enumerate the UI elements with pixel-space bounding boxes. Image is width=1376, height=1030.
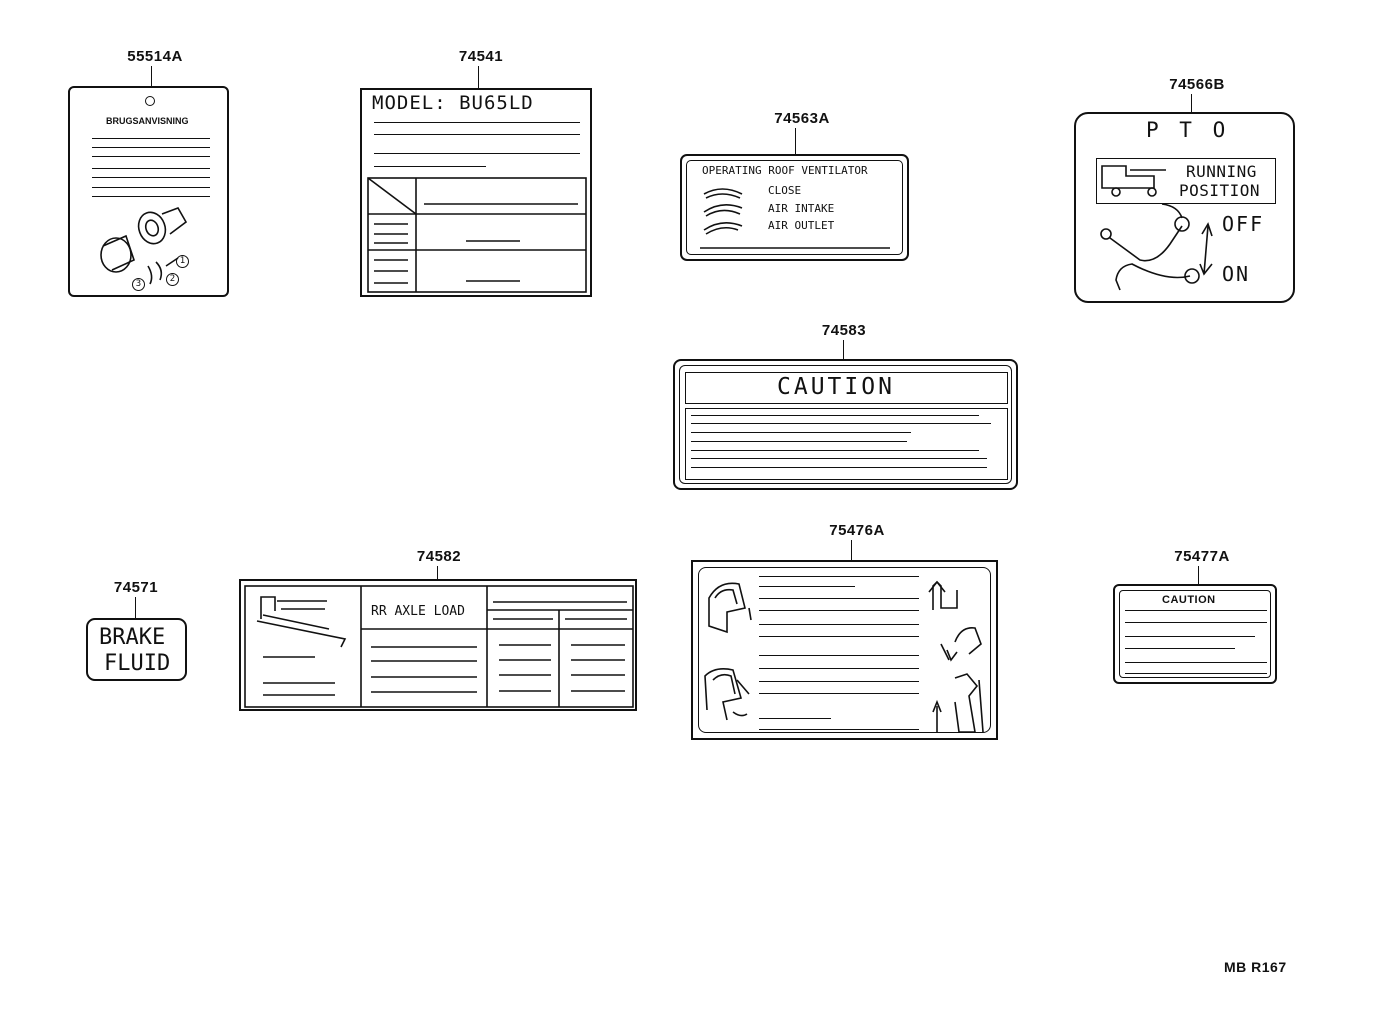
text-line bbox=[759, 610, 919, 611]
text-line bbox=[691, 458, 987, 459]
text-line bbox=[759, 576, 919, 577]
leader-line bbox=[843, 340, 844, 359]
text-line bbox=[374, 122, 580, 123]
inner-border bbox=[686, 160, 903, 255]
text-line bbox=[691, 415, 979, 416]
text-line bbox=[1125, 636, 1255, 637]
leader-line bbox=[1198, 566, 1199, 584]
text-line bbox=[374, 153, 580, 154]
part-number-74571: 74571 bbox=[113, 579, 159, 596]
brake-fluid-label: BRAKE FLUID bbox=[86, 618, 187, 681]
part-number-74563a: 74563A bbox=[774, 110, 830, 127]
brugsanvisning-label: BRUGSANVISNING 3 2 1 bbox=[68, 86, 229, 297]
pto-label: P T O RUNNING POSITION OFF ON bbox=[1074, 112, 1295, 303]
pto-title: P T O bbox=[1146, 118, 1230, 142]
model-label: MODEL: BU65LD bbox=[360, 88, 592, 297]
text-line bbox=[691, 450, 979, 451]
vent-flap-icons bbox=[700, 188, 890, 249]
text-line bbox=[1125, 610, 1267, 611]
text-line bbox=[1125, 673, 1267, 674]
part-number-75476a: 75476A bbox=[829, 522, 885, 539]
text-line bbox=[759, 693, 919, 694]
truck-icon bbox=[1101, 165, 1166, 197]
caution-large-label: CAUTION bbox=[673, 359, 1018, 490]
knob-icon bbox=[100, 207, 188, 285]
brugsanvisning-title: BRUGSANVISNING bbox=[106, 116, 189, 126]
text-line bbox=[759, 624, 919, 625]
text-line bbox=[1125, 648, 1235, 649]
leader-line bbox=[135, 597, 136, 618]
text-line bbox=[92, 177, 210, 178]
door-instructions-label bbox=[691, 560, 998, 740]
position-text: POSITION bbox=[1179, 181, 1261, 200]
roof-ventilator-label: OPERATING ROOF VENTILATOR CLOSE AIR INTA… bbox=[680, 154, 909, 261]
caution-body-box bbox=[685, 408, 1008, 480]
inner-border bbox=[1119, 590, 1271, 678]
text-line bbox=[92, 187, 210, 188]
text-line bbox=[374, 166, 486, 167]
axle-load-title: RR AXLE LOAD bbox=[371, 604, 465, 619]
leader-line bbox=[437, 566, 438, 579]
air-intake-label: AIR INTAKE bbox=[768, 202, 835, 215]
axle-load-table bbox=[244, 585, 634, 708]
air-outlet-label: AIR OUTLET bbox=[768, 219, 835, 232]
model-text: MODEL: BU65LD bbox=[372, 92, 534, 114]
caution-small-title: CAUTION bbox=[1162, 594, 1216, 606]
text-line bbox=[759, 598, 919, 599]
pto-lever-icon bbox=[1100, 203, 1213, 291]
close-label: CLOSE bbox=[768, 184, 802, 197]
text-line bbox=[92, 147, 210, 148]
text-line bbox=[691, 441, 907, 442]
model-table bbox=[367, 177, 587, 293]
leader-line bbox=[851, 540, 852, 560]
step-1-icon: 1 bbox=[176, 255, 189, 268]
text-line bbox=[1125, 622, 1267, 623]
ventilator-title: OPERATING ROOF VENTILATOR bbox=[702, 164, 868, 177]
part-number-74582: 74582 bbox=[416, 548, 462, 565]
text-line bbox=[1125, 662, 1267, 663]
step-3-icon: 3 bbox=[132, 278, 145, 291]
text-line bbox=[759, 586, 855, 587]
text-line bbox=[759, 655, 919, 656]
fluid-text: FLUID bbox=[104, 651, 171, 676]
part-number-75477a: 75477A bbox=[1174, 548, 1230, 565]
text-line bbox=[691, 432, 911, 433]
text-line bbox=[759, 636, 919, 637]
text-line bbox=[92, 196, 210, 197]
text-line bbox=[759, 729, 919, 730]
door-icons bbox=[704, 580, 984, 733]
axle-load-label: RR AXLE LOAD bbox=[239, 579, 637, 711]
part-number-74566b: 74566B bbox=[1169, 76, 1225, 93]
running-text: RUNNING bbox=[1186, 162, 1257, 181]
running-position-box bbox=[1096, 158, 1276, 204]
text-line bbox=[92, 156, 210, 157]
text-line bbox=[92, 168, 210, 169]
inner-border bbox=[698, 567, 991, 733]
text-line bbox=[92, 138, 210, 139]
caution-header bbox=[685, 372, 1008, 404]
leader-line bbox=[151, 66, 152, 86]
part-number-74583: 74583 bbox=[821, 322, 867, 339]
brake-text: BRAKE bbox=[99, 625, 166, 650]
leader-line bbox=[1191, 94, 1192, 112]
text-line bbox=[374, 134, 580, 135]
caution-large-title: CAUTION bbox=[777, 374, 895, 400]
hole-icon bbox=[145, 96, 155, 106]
inner-border bbox=[679, 365, 1012, 484]
dump-truck-icon bbox=[256, 596, 347, 648]
text-line bbox=[759, 718, 831, 719]
text-line bbox=[691, 423, 991, 424]
text-line bbox=[759, 681, 919, 682]
step-2-icon: 2 bbox=[166, 273, 179, 286]
caution-small-label: CAUTION bbox=[1113, 584, 1277, 684]
drawing-code: MB R167 bbox=[1224, 959, 1287, 975]
text-line bbox=[691, 467, 987, 468]
text-line bbox=[759, 668, 919, 669]
off-text: OFF bbox=[1222, 212, 1265, 236]
part-number-55514a: 55514A bbox=[127, 48, 183, 65]
on-text: ON bbox=[1222, 262, 1251, 286]
part-number-74541: 74541 bbox=[458, 48, 504, 65]
leader-line bbox=[478, 66, 479, 88]
leader-line bbox=[795, 128, 796, 154]
